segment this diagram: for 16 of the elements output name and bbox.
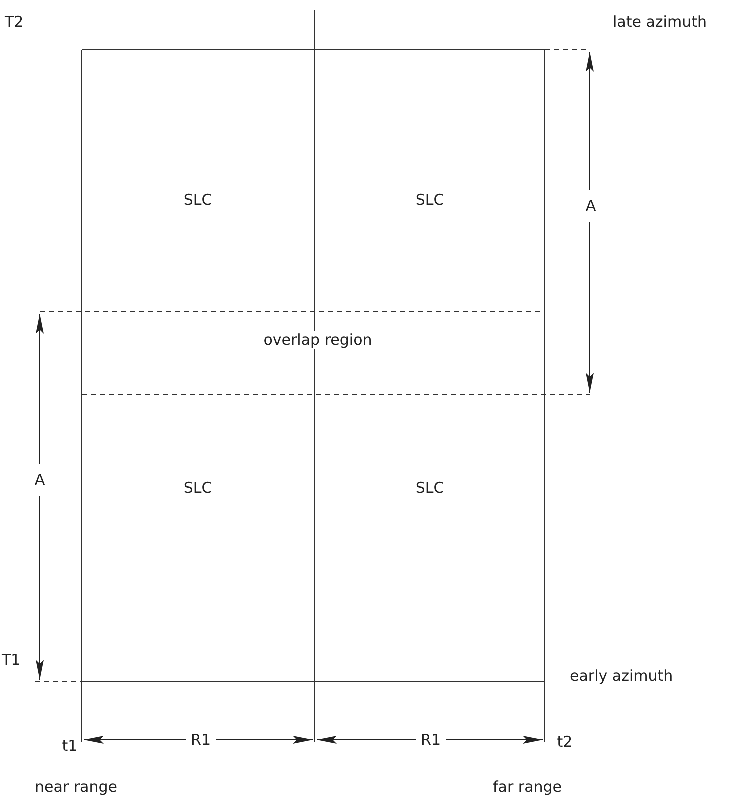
dimension-label: R1 [421,731,441,749]
region-label: SLC [416,191,444,209]
time-label: t1 [62,737,78,755]
dimension-label: R1 [191,731,211,749]
azimuth-label: late azimuth [613,13,707,31]
dimension-label: A [34,471,46,489]
azimuth-label: early azimuth [570,667,674,685]
dimension-label: A [586,197,596,215]
region-label: SLC [416,479,444,497]
region-label: SLC [184,191,212,209]
region-label: SLC [184,479,212,497]
range-label: far range [493,778,562,796]
range-label: near range [35,778,118,796]
time-label: T2 [5,13,24,31]
time-label: T1 [2,651,21,669]
time-label: t2 [557,733,573,751]
